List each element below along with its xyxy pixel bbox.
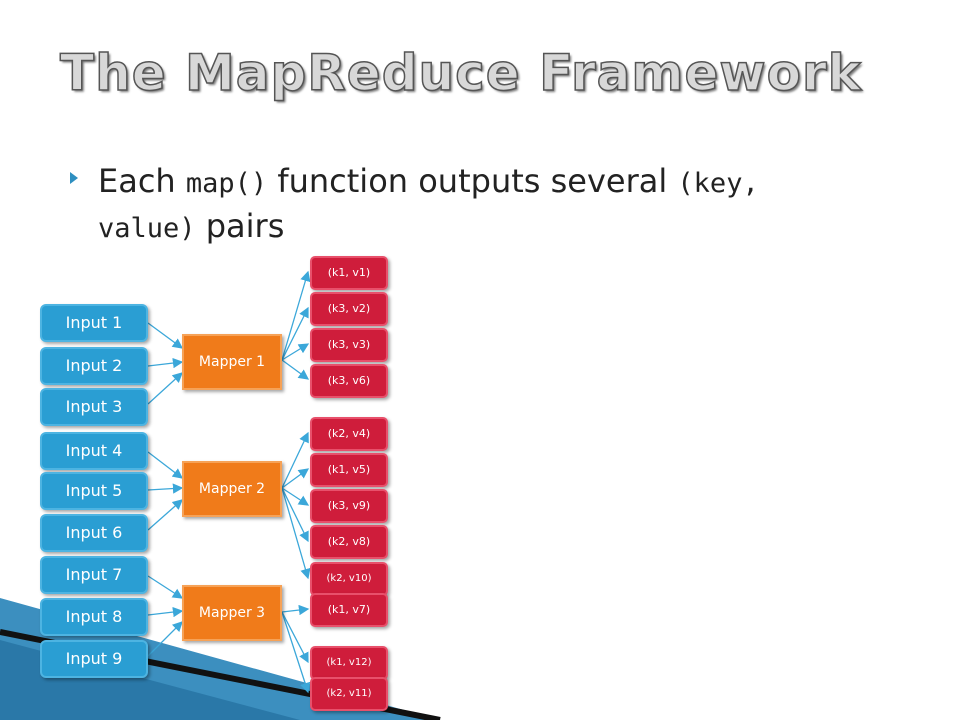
input-box-5: Input 5 xyxy=(40,472,148,510)
arrow-mapper1-pair2 xyxy=(281,306,309,361)
pair-box-8: (k2, v8) xyxy=(310,525,388,559)
arrow-mapper3-pair10 xyxy=(281,604,310,616)
bullet-text: Each map() function outputs several (key… xyxy=(98,160,890,250)
input-box-8: Input 8 xyxy=(40,598,148,636)
bullet-point: Each map() function outputs several (key… xyxy=(70,160,890,250)
input-box-4: Input 4 xyxy=(40,432,148,470)
mapper-box-1: Mapper 1 xyxy=(182,334,282,390)
slide-title: The MapReduce Framework xyxy=(59,43,862,103)
pair-box-10: (k1, v7) xyxy=(310,593,388,627)
arrow-input6-mapper2 xyxy=(147,499,183,531)
arrow-input9-mapper3 xyxy=(147,621,183,657)
pair-box-9: (k2, v10) xyxy=(310,562,388,596)
input-box-6: Input 6 xyxy=(40,514,148,552)
input-box-3: Input 3 xyxy=(40,388,148,426)
mapper-box-2: Mapper 2 xyxy=(182,461,282,517)
arrow-mapper1-pair4 xyxy=(281,359,310,380)
arrow-mapper2-pair7 xyxy=(281,487,310,506)
arrow-mapper1-pair3 xyxy=(281,343,310,361)
bullet-text-each: Each xyxy=(98,162,186,200)
pair-box-6: (k1, v5) xyxy=(310,453,388,487)
arrow-input3-mapper1 xyxy=(147,372,183,405)
arrow-mapper1-pair1 xyxy=(281,270,311,361)
bullet-text-end: pairs xyxy=(195,207,285,245)
pair-box-3: (k3, v3) xyxy=(310,328,388,362)
arrow-input5-mapper2 xyxy=(147,483,184,494)
input-box-2: Input 2 xyxy=(40,347,148,385)
arrow-mapper2-pair8 xyxy=(281,487,309,543)
pair-box-5: (k2, v4) xyxy=(310,417,388,451)
bullet-arrow-icon xyxy=(70,172,78,184)
code-map: map() xyxy=(185,168,268,199)
code-value: value) xyxy=(98,213,196,244)
pair-box-4: (k3, v6) xyxy=(310,364,388,398)
code-key: (key, xyxy=(677,168,759,199)
arrow-mapper2-pair6 xyxy=(281,468,310,489)
pair-box-11: (k1, v12) xyxy=(310,646,388,680)
arrow-input1-mapper1 xyxy=(147,322,184,349)
input-box-9: Input 9 xyxy=(40,640,148,678)
input-box-1: Input 1 xyxy=(40,304,148,342)
bullet-text-mid: function outputs several xyxy=(267,162,678,200)
pair-box-7: (k3, v9) xyxy=(310,489,388,523)
arrow-input7-mapper3 xyxy=(147,575,184,599)
arrow-mapper2-pair9 xyxy=(281,487,311,580)
arrow-input4-mapper2 xyxy=(147,451,184,479)
pair-box-12: (k2, v11) xyxy=(310,677,388,711)
arrow-input8-mapper3 xyxy=(147,606,184,618)
arrow-mapper3-pair12 xyxy=(281,611,311,694)
pair-box-1: (k1, v1) xyxy=(310,256,388,290)
arrow-mapper3-pair11 xyxy=(281,611,309,664)
pair-box-2: (k3, v2) xyxy=(310,292,388,326)
arrow-input2-mapper1 xyxy=(147,357,184,369)
mapper-box-3: Mapper 3 xyxy=(182,585,282,641)
arrow-mapper2-pair5 xyxy=(281,431,309,489)
input-box-7: Input 7 xyxy=(40,556,148,594)
